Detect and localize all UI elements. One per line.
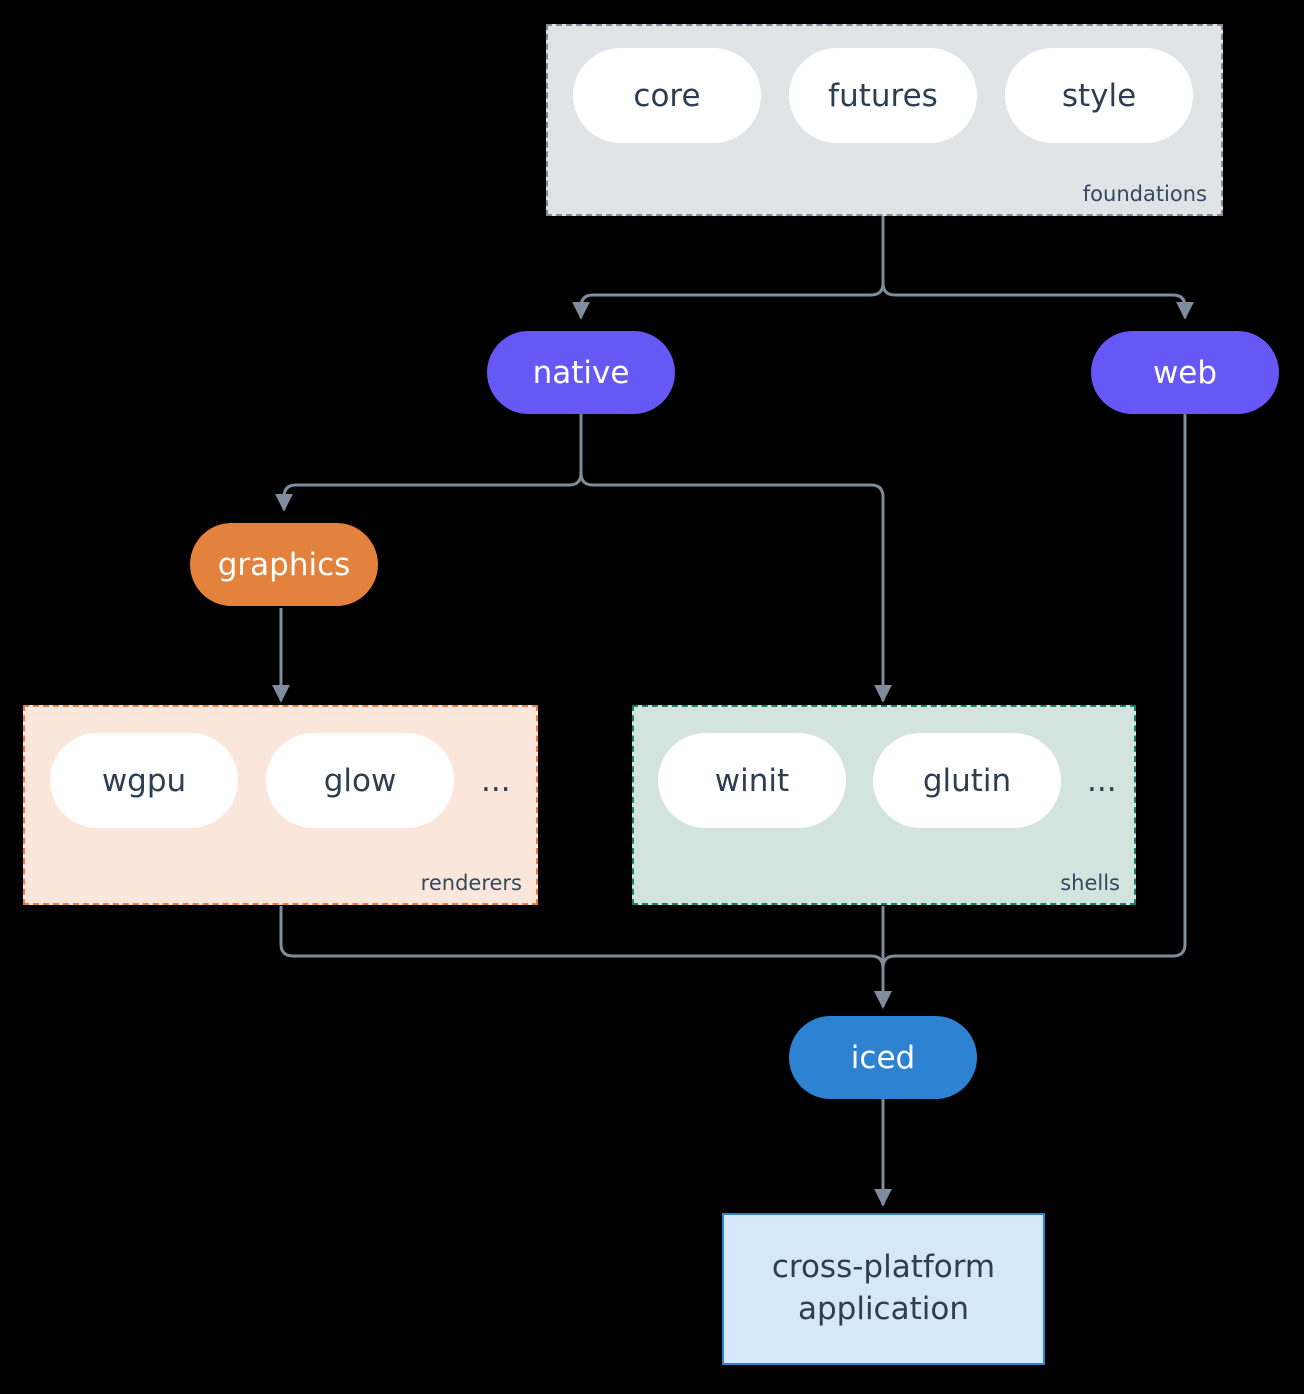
node-core-label: core	[633, 77, 701, 114]
node-winit-label: winit	[714, 762, 790, 799]
group-renderers-label: renderers	[420, 871, 522, 895]
group-foundations-label: foundations	[1082, 182, 1207, 206]
node-style-label: style	[1061, 77, 1137, 114]
group-shells-label: shells	[1060, 871, 1120, 895]
edge-native-graphics	[275, 413, 583, 512]
node-iced-label: iced	[850, 1039, 916, 1076]
node-wgpu[interactable]: wgpu	[50, 733, 238, 828]
node-glow[interactable]: glow	[266, 733, 454, 828]
node-application[interactable]: cross-platform application	[722, 1213, 1045, 1365]
node-application-line1: cross-platform	[771, 1249, 996, 1286]
node-futures-label: futures	[828, 77, 938, 114]
node-winit[interactable]: winit	[658, 733, 846, 828]
edge-foundations-web	[881, 216, 1194, 320]
node-futures[interactable]: futures	[789, 48, 977, 143]
node-wgpu-label: wgpu	[101, 762, 187, 799]
renderers-more-label: ...	[481, 763, 511, 799]
node-iced[interactable]: iced	[789, 1016, 977, 1099]
node-native[interactable]: native	[487, 331, 675, 414]
shells-more-ellipsis: ...	[1087, 766, 1117, 797]
node-glow-label: glow	[323, 762, 397, 799]
node-native-label: native	[532, 354, 630, 391]
node-glutin-label: glutin	[922, 762, 1012, 799]
node-graphics-label: graphics	[217, 546, 351, 583]
edge-renderers-iced	[279, 906, 892, 1009]
node-glutin[interactable]: glutin	[873, 733, 1061, 828]
node-style[interactable]: style	[1005, 48, 1193, 143]
edge-native-shells	[579, 413, 892, 703]
shells-more-label: ...	[1087, 763, 1117, 799]
node-application-line2: application	[797, 1291, 969, 1327]
edge-foundations-native	[572, 216, 885, 320]
node-core[interactable]: core	[573, 48, 761, 143]
node-web[interactable]: web	[1091, 331, 1279, 414]
node-application-text: cross-platform application	[772, 1247, 995, 1331]
node-graphics[interactable]: graphics	[190, 523, 378, 606]
renderers-more-ellipsis: ...	[481, 766, 511, 797]
node-web-label: web	[1152, 354, 1218, 391]
